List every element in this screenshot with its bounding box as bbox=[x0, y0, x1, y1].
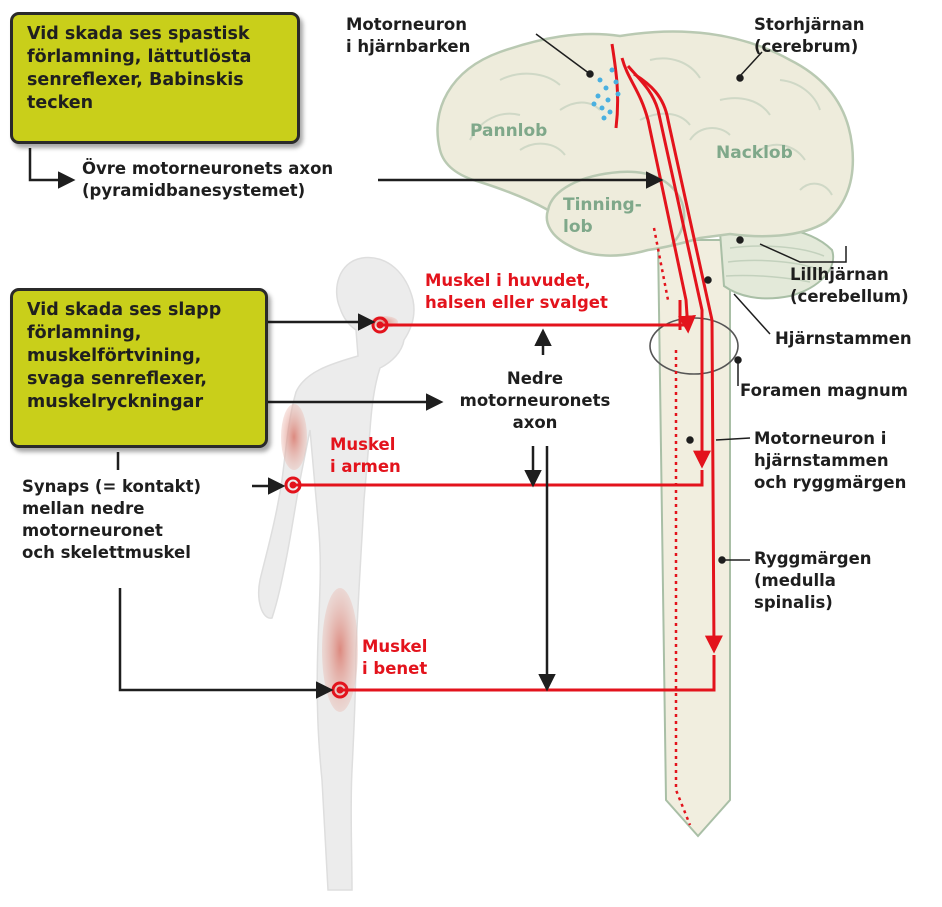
human-silhouette bbox=[259, 257, 414, 890]
label-upper-axon: Övre motorneuronets axon (pyramidbanesys… bbox=[82, 158, 333, 202]
label-frontal-lobe: Pannlob bbox=[470, 120, 547, 142]
label-motorneuron-stem: Motorneuron i hjärnstammen och ryggmärge… bbox=[754, 428, 906, 494]
label-cerebrum: Storhjärnan (cerebrum) bbox=[754, 14, 865, 58]
label-muscle-head: Muskel i huvudet, halsen eller svalget bbox=[425, 270, 608, 314]
label-brainstem: Hjärnstammen bbox=[775, 328, 912, 350]
label-cerebellum: Lillhjärnan (cerebellum) bbox=[790, 264, 909, 308]
label-lower-axon: Nedre motorneuronets axon bbox=[440, 368, 630, 434]
label-spinal-cord: Ryggmärgen (medulla spinalis) bbox=[754, 548, 872, 614]
spinal-cord bbox=[658, 240, 730, 836]
label-foramen-magnum: Foramen magnum bbox=[740, 380, 908, 402]
label-temporal-lobe: Tinning- lob bbox=[563, 194, 642, 238]
label-motorneuron-cortex: Motorneuron i hjärnbarken bbox=[346, 14, 470, 58]
label-synapse: Synaps (= kontakt) mellan nedre motorneu… bbox=[22, 476, 201, 564]
upper-motor-neuron-damage-box: Vid skada ses spastisk förlamning, lättu… bbox=[10, 12, 300, 144]
upper-damage-text: Vid skada ses spastisk förlamning, lättu… bbox=[27, 24, 251, 113]
label-occipital-lobe: Nacklob bbox=[716, 142, 793, 164]
label-muscle-arm: Muskel i armen bbox=[330, 434, 401, 478]
lower-damage-text: Vid skada ses slapp förlamning, muskelfö… bbox=[27, 300, 221, 412]
label-muscle-leg: Muskel i benet bbox=[362, 636, 427, 680]
lower-motor-neuron-damage-box: Vid skada ses slapp förlamning, muskelfö… bbox=[10, 288, 268, 448]
